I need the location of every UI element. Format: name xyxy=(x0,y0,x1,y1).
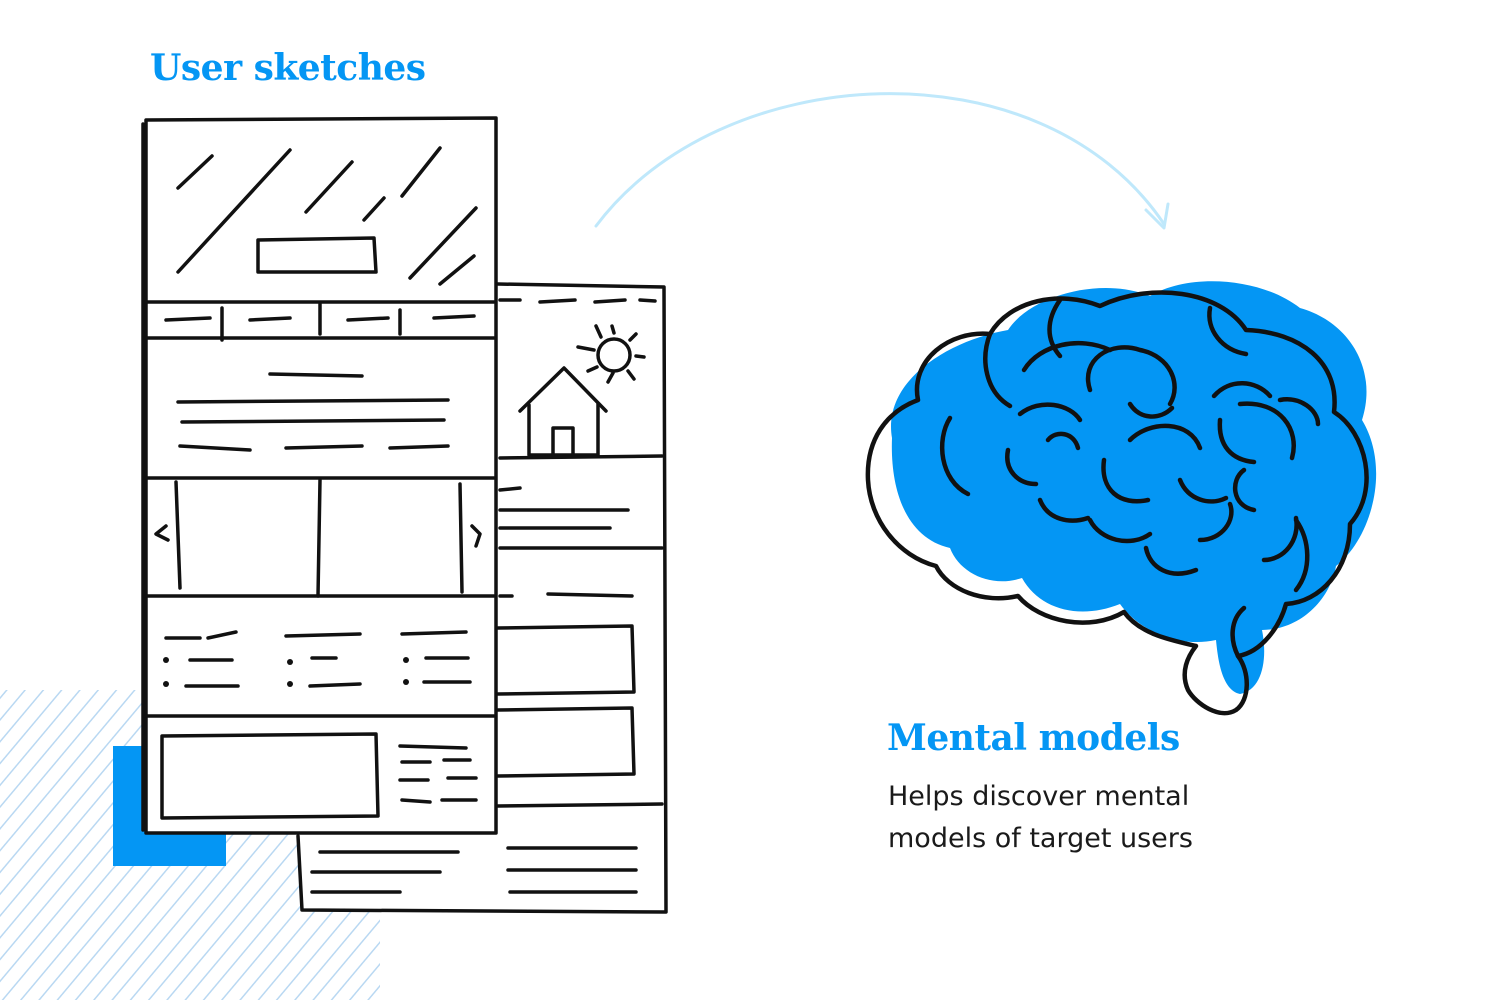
sun-icon xyxy=(576,324,646,384)
sketch-bullet-dots xyxy=(163,657,409,687)
brain-fill-shape xyxy=(891,281,1377,694)
curved-arrow-icon xyxy=(594,92,1170,230)
wireframe-sketch-front xyxy=(141,116,498,835)
brain-icon xyxy=(865,281,1377,716)
house-icon xyxy=(518,366,608,457)
mental-models-description: Helps discover mental models of target u… xyxy=(888,781,1193,854)
mental-models-title: Mental models xyxy=(887,717,1180,759)
user-sketches-title: User sketches xyxy=(150,47,426,89)
